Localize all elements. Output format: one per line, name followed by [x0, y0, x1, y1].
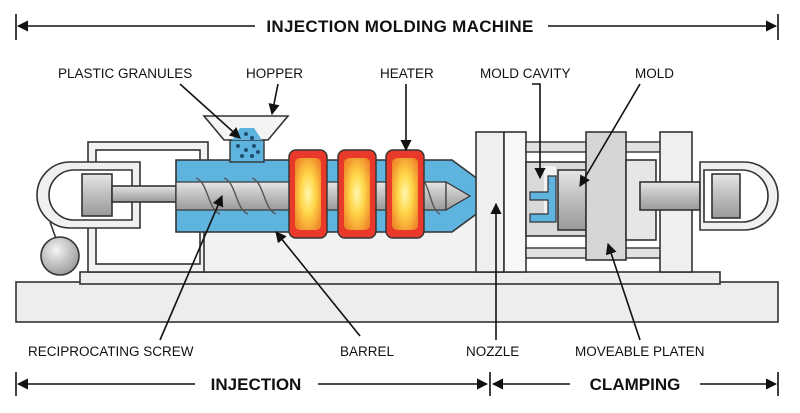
label-heater: HEATER	[380, 66, 434, 81]
hopper	[202, 115, 290, 163]
label-hopper: HOPPER	[246, 66, 303, 81]
label-barrel: BARREL	[340, 344, 395, 359]
mold	[525, 161, 587, 237]
label-mold-cavity: MOLD CAVITY	[480, 66, 571, 81]
title-dimension	[15, 14, 779, 40]
label-plastic-granules: PLASTIC GRANULES	[58, 66, 192, 81]
label-reciprocating-screw: RECIPROCATING SCREW	[28, 344, 194, 359]
section-dimensions	[15, 372, 779, 396]
heater-bands	[288, 149, 425, 239]
label-moveable-platen: MOVEABLE PLATEN	[575, 344, 705, 359]
section-injection: INJECTION	[211, 375, 302, 394]
machine-base	[15, 271, 779, 323]
label-nozzle: NOZZLE	[466, 344, 519, 359]
clamp-frame	[639, 131, 779, 273]
section-clamping: CLAMPING	[590, 375, 681, 394]
diagram-title: INJECTION MOLDING MACHINE	[266, 17, 533, 36]
hydraulic-cylinder	[36, 161, 209, 229]
stationary-platen	[475, 131, 527, 273]
counterweight-ball	[40, 221, 80, 276]
label-mold: MOLD	[635, 66, 674, 81]
callout-lines	[159, 83, 641, 341]
